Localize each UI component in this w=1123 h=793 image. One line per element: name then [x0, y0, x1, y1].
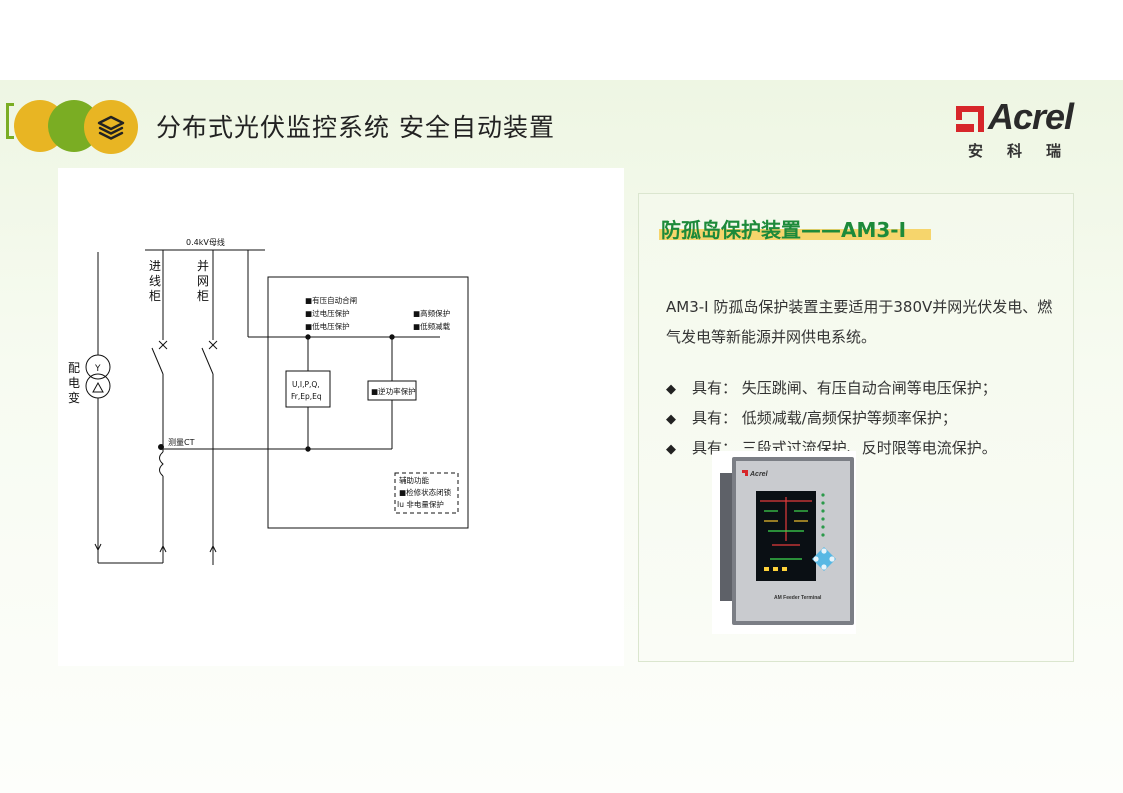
function-undervoltage: ■低电压保护: [305, 321, 350, 331]
transformer-star-symbol: Y: [94, 364, 101, 374]
busbar-label: 0.4kV母线: [186, 237, 225, 247]
product-heading: 防孤岛保护装置——AM3-I: [661, 218, 907, 242]
function-low-frequency: ■低频减载: [413, 321, 451, 331]
grid-cabinet-label-3: 柜: [197, 289, 209, 303]
grid-cabinet-label-2: 网: [197, 274, 209, 288]
decor-circle-yellow-front: [84, 100, 138, 154]
page-title: 分布式光伏监控系统 安全自动装置: [156, 113, 555, 142]
bullet-diamond-icon: ◆: [666, 412, 676, 427]
wiring-diagram: 0.4kV母线 Y 配 电 变 进 线 柜: [68, 237, 469, 565]
ct-label: 测量CT: [168, 438, 195, 447]
ct-coil: [159, 451, 164, 477]
protection-device-box: [267, 276, 469, 529]
grid-switch-x2: [208, 340, 218, 350]
heading-highlight: [659, 229, 931, 240]
reverse-power-label: ■逆功率保护: [371, 386, 416, 396]
aux-non-electric: Iu 非电量保护: [397, 499, 444, 509]
measurement-box: [285, 370, 331, 408]
acrel-logo: Acrel 安科瑞: [948, 96, 1094, 162]
ct-dot: [158, 444, 164, 450]
measurement-label-2: Fr,Ep,Eq: [291, 392, 322, 401]
aux-functions-box: [394, 472, 459, 514]
feature-text: 具有： 低频减载/高频保护等频率保护；: [692, 409, 957, 427]
incoming-cabinet-label-1: 进: [149, 259, 161, 273]
incoming-switch-blade: [151, 347, 164, 375]
incoming-cabinet-label-3: 柜: [149, 289, 161, 303]
acrel-logo-mark: [956, 106, 984, 132]
grid-switch-blade: [201, 347, 214, 375]
logo-wordmark: Acrel: [988, 96, 1074, 137]
device-photo: Acrel: [712, 451, 856, 634]
aux-title: 辅助功能: [399, 475, 429, 485]
transformer-label-1: 配: [68, 361, 80, 375]
transformer-label-2: 电: [68, 376, 80, 390]
feature-item: ◆ 具有： 低频减载/高频保护等频率保护；: [666, 404, 1066, 434]
function-high-frequency: ■高频保护: [413, 308, 450, 318]
bullet-diamond-icon: ◆: [666, 442, 676, 457]
logo-chinese-name: 安科瑞: [968, 142, 1086, 160]
grid-cabinet-label-1: 并: [197, 259, 209, 273]
device-brand: Acrel: [749, 471, 769, 478]
product-info-panel: 防孤岛保护装置——AM3-I AM3-I 防孤岛保护装置主要适用于380V并网光…: [638, 193, 1074, 662]
wiring-diagram-panel: 0.4kV母线 Y 配 电 变 进 线 柜: [58, 168, 624, 666]
function-overvoltage: ■过电压保护: [305, 308, 350, 318]
am3-device-illustration: Acrel: [720, 457, 854, 625]
incoming-cabinet-label-2: 线: [149, 274, 161, 288]
incoming-arrow: [159, 544, 167, 553]
transformer-coil-lower: [85, 373, 111, 399]
layers-icon: [97, 115, 125, 140]
transformer-ground-arrow: [94, 543, 102, 552]
transformer-coil-upper: [85, 354, 111, 380]
transformer-label-3: 变: [68, 390, 80, 405]
function-auto-close: ■有压自动合闸: [305, 295, 357, 305]
bullet-diamond-icon: ◆: [666, 382, 676, 397]
aux-maintenance-lock: ■检修状态闭锁: [399, 487, 452, 497]
device-label: AM Feeder Terminal: [774, 595, 822, 601]
grid-arrow: [209, 544, 217, 553]
title-bracket: [6, 103, 14, 139]
feature-text: 具有： 失压跳闸、有压自动合闸等电压保护；: [692, 379, 997, 397]
transformer-delta-symbol: [92, 381, 104, 393]
incoming-switch-x2: [158, 340, 168, 350]
measurement-label-1: U,I,P,Q,: [292, 380, 320, 389]
feature-item: ◆ 具有： 失压跳闸、有压自动合闸等电压保护；: [666, 374, 1066, 404]
product-description: AM3-I 防孤岛保护装置主要适用于380V并网光伏发电、燃气发电等新能源并网供…: [666, 298, 1053, 346]
